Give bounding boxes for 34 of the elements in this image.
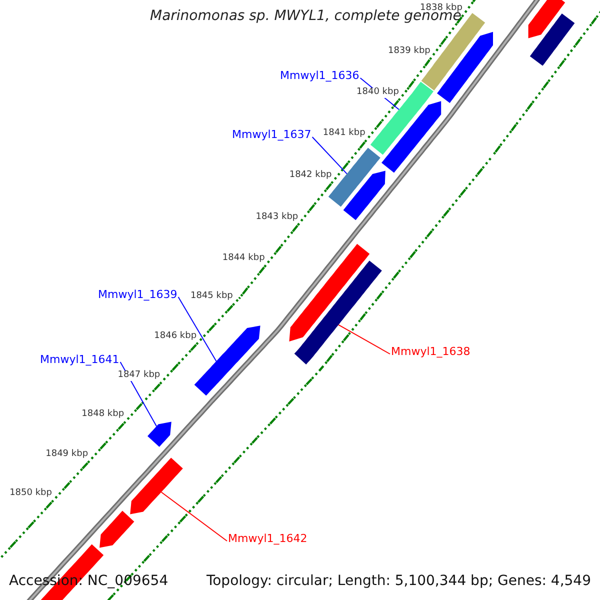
gene-block [294,260,382,364]
gene-block [528,0,566,38]
gene-label: Mmwyl1_1638 [391,346,470,358]
scale-label: 1849 kbp [46,450,88,460]
scale-label: 1850 kbp [10,489,52,500]
scale-label: 1843 kbp [256,212,298,223]
scale-label: 1848 kbp [82,410,124,420]
leader-line [312,136,348,174]
gene-block [100,510,134,548]
scale-label: 1840 kbp [356,88,399,98]
gene-label: Mmwyl1_1637 [232,129,312,142]
leader-line [160,492,228,542]
scale-label: 1847 kbp [118,371,160,381]
leader-line [178,296,217,362]
gene-label: Mmwyl1_1636 [280,70,360,82]
scale-label: 1844 kbp [222,254,265,264]
gene-block [148,422,172,447]
scale-label: 1846 kbp [154,332,197,342]
gene-block [343,170,386,220]
gene-label: Mmwyl1_1642 [228,533,308,546]
gene-block [437,32,493,103]
gene-block [289,244,370,342]
gene-block [194,326,260,396]
gene-block [530,14,575,66]
gene-label: Mmwyl1_1639 [98,289,178,302]
genome-stats-text: Topology: circular; Length: 5,100,344 bp; Genes: 4,549 [206,574,591,590]
scale-label: 1841 kbp [322,129,366,140]
gene-block [130,458,183,514]
scale-label: 1839 kbp [388,46,430,57]
gene-label: Mmwyl1_1641 [40,354,120,366]
leader-line [338,324,390,354]
scale-label: 1842 kbp [289,170,332,181]
gene-block [382,101,442,173]
scale-label: 1845 kbp [190,292,233,302]
